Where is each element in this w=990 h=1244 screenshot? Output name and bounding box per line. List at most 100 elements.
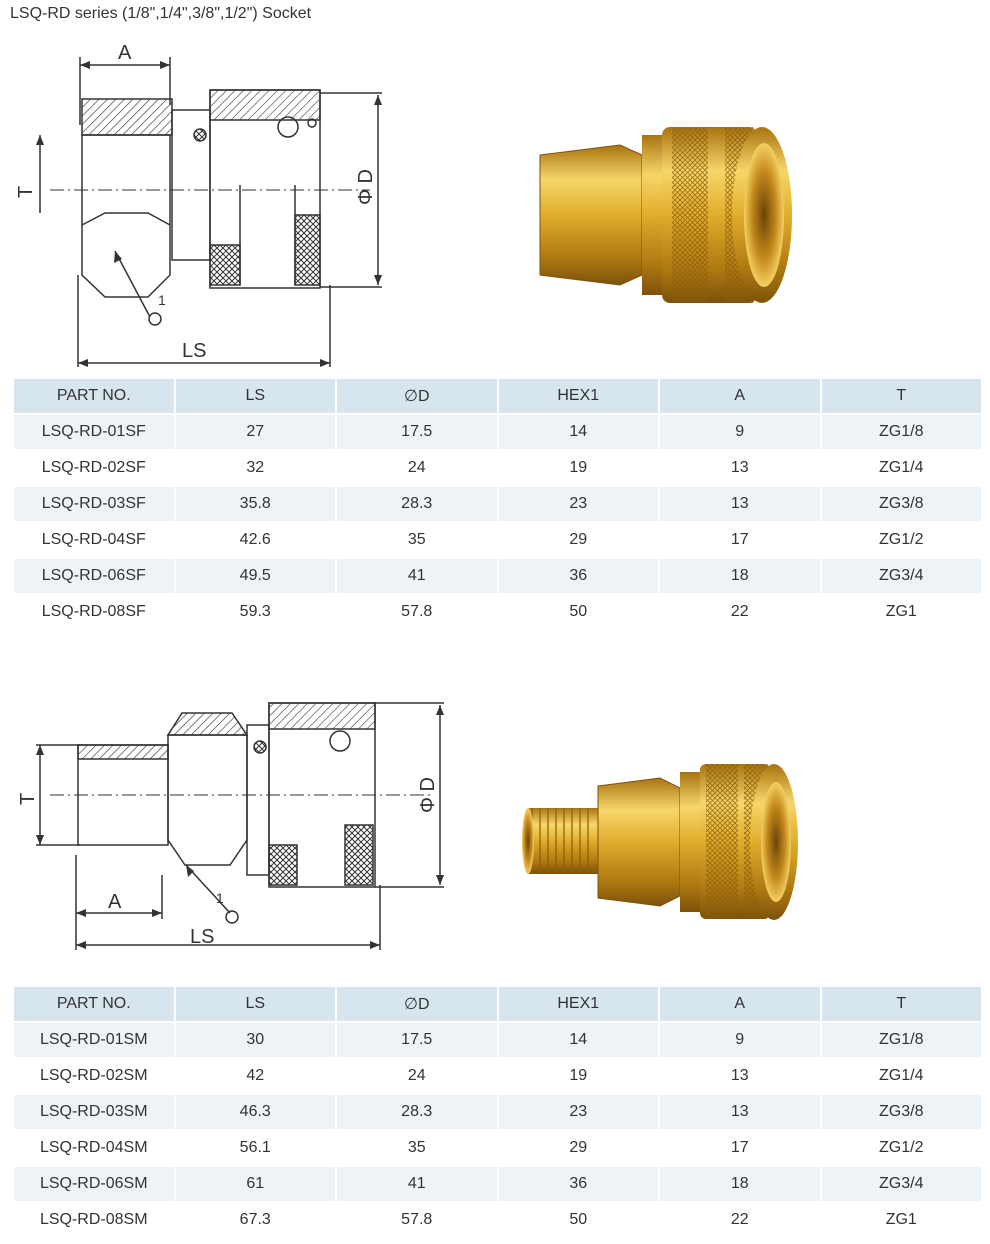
column-header: A xyxy=(660,987,820,1021)
table-cell: LSQ-RD-02SM xyxy=(14,1059,174,1093)
table-cell: 67.3 xyxy=(175,1203,335,1237)
column-header: A xyxy=(660,379,820,413)
table-cell: LSQ-RD-04SM xyxy=(14,1131,174,1165)
table-cell: 36 xyxy=(498,1167,658,1201)
table-cell: 49.5 xyxy=(175,559,335,593)
dimension-ls-label: LS xyxy=(190,926,214,948)
dimension-t-label: T xyxy=(15,186,37,198)
socket-drawing-female: A LS 1 T Φ D xyxy=(15,42,382,367)
table-cell: LSQ-RD-08SM xyxy=(14,1203,174,1237)
table-cell: 19 xyxy=(498,451,658,485)
table-cell: 22 xyxy=(660,1203,820,1237)
table-cell: 17.5 xyxy=(337,1023,497,1057)
column-header: HEX1 xyxy=(498,379,658,413)
table-cell: LSQ-RD-01SF xyxy=(14,415,174,449)
column-header: ∅D xyxy=(337,379,497,413)
table-cell: ZG3/8 xyxy=(821,487,981,521)
dimension-a-label: A xyxy=(118,42,132,64)
table-cell: 57.8 xyxy=(337,1203,497,1237)
table-cell: ZG1 xyxy=(821,1203,981,1237)
table-cell: 42 xyxy=(175,1059,335,1093)
table-cell: 18 xyxy=(660,1167,820,1201)
column-header: PART NO. xyxy=(14,987,174,1021)
dimension-ls-label: LS xyxy=(182,340,206,362)
table-cell: 22 xyxy=(660,595,820,629)
table-cell: 23 xyxy=(498,487,658,521)
table-cell: 23 xyxy=(498,1095,658,1129)
column-header: T xyxy=(821,987,981,1021)
table-cell: 29 xyxy=(498,1131,658,1165)
table-cell: 13 xyxy=(660,1095,820,1129)
table-cell: 14 xyxy=(498,415,658,449)
dimension-d-label: Φ D xyxy=(417,777,439,813)
table-cell: 50 xyxy=(498,595,658,629)
table-cell: LSQ-RD-04SF xyxy=(14,523,174,557)
hex-label: 1 xyxy=(216,890,224,906)
table-cell: 50 xyxy=(498,1203,658,1237)
table-cell: 17 xyxy=(660,523,820,557)
table-cell: 17.5 xyxy=(337,415,497,449)
hex-label: 1 xyxy=(158,292,166,308)
dimension-t-label: T xyxy=(17,793,39,805)
table-cell: 35.8 xyxy=(175,487,335,521)
table-cell: 61 xyxy=(175,1167,335,1201)
table-cell: ZG1/2 xyxy=(821,523,981,557)
table-cell: 56.1 xyxy=(175,1131,335,1165)
column-header: PART NO. xyxy=(14,379,174,413)
table-cell: 13 xyxy=(660,1059,820,1093)
table-cell: 32 xyxy=(175,451,335,485)
table-cell: ZG1/8 xyxy=(821,1023,981,1057)
table-cell: ZG3/8 xyxy=(821,1095,981,1129)
table-cell: LSQ-RD-01SM xyxy=(14,1023,174,1057)
table-cell: 42.6 xyxy=(175,523,335,557)
table-cell: 29 xyxy=(498,523,658,557)
table-cell: ZG1/2 xyxy=(821,1131,981,1165)
socket-drawing-male: A LS 1 T Φ D xyxy=(17,702,444,950)
socket-photo-male xyxy=(522,764,798,920)
page-title: LSQ-RD series (1/8",1/4",3/8",1/2") Sock… xyxy=(10,5,312,22)
table-cell: 13 xyxy=(660,451,820,485)
table-cell: LSQ-RD-06SF xyxy=(14,559,174,593)
socket-photo-female xyxy=(539,127,792,303)
table-cell: 14 xyxy=(498,1023,658,1057)
table-header-row: PART NO. LS ∅D HEX1 A T xyxy=(14,379,981,413)
table-cell: 57.8 xyxy=(337,595,497,629)
table-cell: 36 xyxy=(498,559,658,593)
table-cell: ZG1 xyxy=(821,595,981,629)
dimension-a-label: A xyxy=(108,891,122,913)
table-cell: ZG3/4 xyxy=(821,1167,981,1201)
table-cell: ZG1/8 xyxy=(821,415,981,449)
table-cell: 9 xyxy=(660,1023,820,1057)
column-header: T xyxy=(821,379,981,413)
table-cell: ZG1/4 xyxy=(821,451,981,485)
table-cell: ZG1/4 xyxy=(821,1059,981,1093)
table-cell: 28.3 xyxy=(337,1095,497,1129)
table-cell: 35 xyxy=(337,523,497,557)
table-cell: 17 xyxy=(660,1131,820,1165)
table-cell: 35 xyxy=(337,1131,497,1165)
table-cell: 27 xyxy=(175,415,335,449)
table-cell: LSQ-RD-02SF xyxy=(14,451,174,485)
table-cell: 46.3 xyxy=(175,1095,335,1129)
table-cell: LSQ-RD-03SF xyxy=(14,487,174,521)
table-cell: 41 xyxy=(337,559,497,593)
table-cell: 28.3 xyxy=(337,487,497,521)
table-cell: 13 xyxy=(660,487,820,521)
table-cell: 19 xyxy=(498,1059,658,1093)
table-cell: 9 xyxy=(660,415,820,449)
table-cell: LSQ-RD-06SM xyxy=(14,1167,174,1201)
table-cell: 59.3 xyxy=(175,595,335,629)
dimension-d-label: Φ D xyxy=(355,169,377,205)
column-header: ∅D xyxy=(337,987,497,1021)
